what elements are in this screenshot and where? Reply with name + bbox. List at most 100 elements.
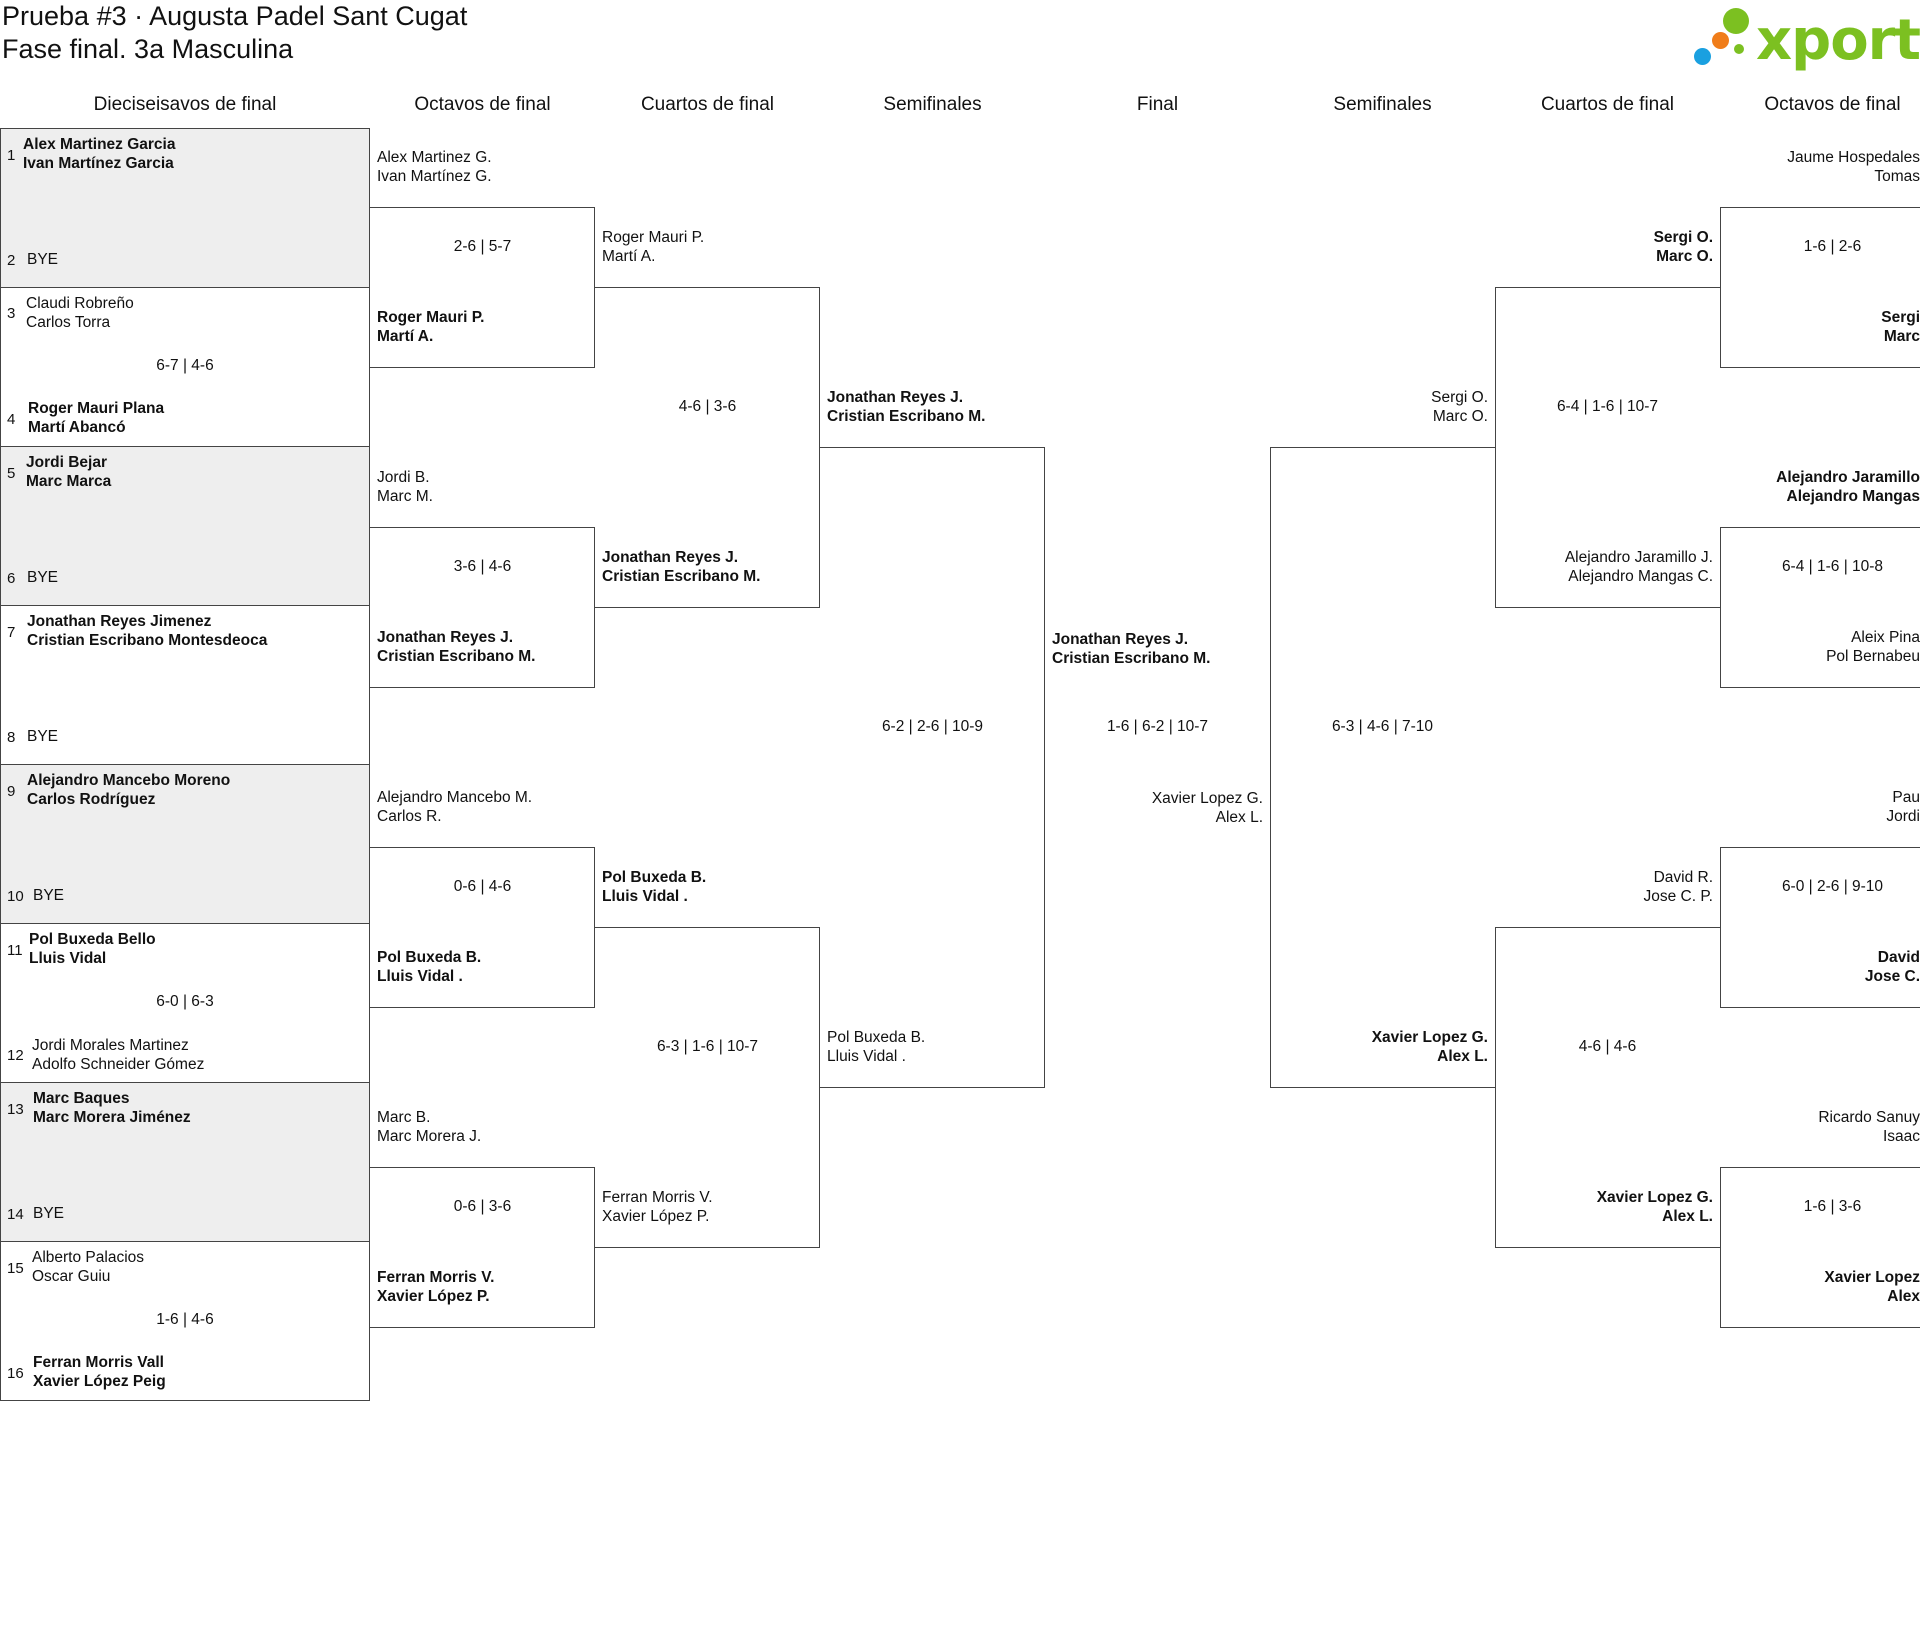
r32-match-5	[0, 764, 370, 924]
final-score: 1-6 | 6-2 | 10-7	[1106, 718, 1209, 735]
r32-team-6: BYE	[27, 568, 58, 587]
left-sf-team-2: Pol Buxeda B.Lluis Vidal .	[827, 1028, 925, 1066]
player-name: Alex	[1887, 1288, 1920, 1305]
round-header-left-qf: Cuartos de final	[640, 94, 775, 115]
player-name: Alberto Palacios	[32, 1249, 145, 1266]
player-name: Jonathan Reyes J.	[1052, 631, 1189, 648]
left-r16-team-1: Alex Martinez G.Ivan Martínez G.	[377, 148, 492, 186]
seed-number: 12	[7, 1047, 24, 1064]
seed-number: 10	[7, 888, 24, 905]
player-name: Jaume Hospedales	[1787, 149, 1920, 166]
player-name: BYE	[33, 887, 65, 904]
right-qf-team-1: Sergi O.Marc O.	[1495, 228, 1713, 266]
player-name: Cristian Escribano Montesdeoca	[27, 632, 268, 649]
player-name: Martí Abancó	[28, 419, 126, 436]
r32-team-8: BYE	[27, 727, 58, 746]
right-r16-score-1: 1-6 | 2-6	[1803, 238, 1862, 255]
player-name: Alejandro Mangas C.	[1568, 568, 1713, 585]
left-qf-team-3: Pol Buxeda B.Lluis Vidal .	[602, 868, 706, 906]
seed-number: 1	[7, 147, 16, 164]
player-name: David	[1877, 949, 1920, 966]
right-sf-team-1: Sergi O. Marc O.	[1270, 388, 1488, 426]
right-qf-team-4: Xavier Lopez G.Alex L.	[1495, 1188, 1713, 1226]
title-line-1: Prueba #3 · Augusta Padel Sant Cugat	[2, 1, 468, 31]
left-qf-team-1: Roger Mauri P.Martí A.	[602, 228, 704, 266]
player-name: Sergi O.	[1431, 389, 1488, 406]
player-name: Pol Buxeda B.	[827, 1029, 926, 1046]
player-name: Isaac	[1882, 1128, 1920, 1145]
player-name: Xavier López P.	[602, 1208, 710, 1225]
left-qf-team-4: Ferran Morris V. Xavier López P.	[602, 1188, 713, 1226]
title-line-2: Fase final. 3a Masculina	[2, 34, 294, 64]
round-header-right-sf: Semifinales	[1333, 94, 1432, 115]
player-name: Xavier Lopez G.	[1151, 790, 1263, 807]
seed-number: 13	[7, 1101, 24, 1118]
r32-match-7	[0, 1082, 370, 1242]
logo-dot-green-small	[1734, 44, 1744, 54]
right-qf-team-3: David R. Jose C. P.	[1495, 868, 1713, 906]
right-r16-bracket-1	[1720, 207, 1920, 368]
logo-wordmark: xporty	[1756, 8, 1920, 73]
seed-number: 6	[7, 570, 16, 587]
player-name: David R.	[1653, 869, 1713, 886]
left-r16-team-2: Roger Mauri P.Martí A.	[377, 308, 484, 346]
seed-number: 2	[7, 252, 16, 269]
seed-number: 16	[7, 1365, 24, 1382]
player-name: BYE	[27, 728, 59, 745]
right-sf-team-2: Xavier Lopez G.Alex L.	[1270, 1028, 1488, 1066]
r32-score-6: 6-0 | 6-3	[156, 993, 214, 1010]
right-qf-team-2: Alejandro Jaramillo J.Alejandro Mangas C…	[1495, 548, 1713, 586]
player-name: Pol Bernabeu	[1826, 648, 1920, 665]
left-sf-bracket	[819, 447, 1045, 1088]
player-name: Aleix Pina	[1851, 629, 1920, 646]
right-qf-bracket-2	[1495, 927, 1721, 1248]
player-name: Roger Mauri P.	[602, 229, 705, 246]
player-name: Alejandro Mancebo M.	[377, 789, 533, 806]
seed-number: 4	[7, 411, 16, 428]
right-r16-bracket-3	[1720, 847, 1920, 1008]
left-r16-team-3: Jordi B.Marc M.	[377, 468, 433, 506]
r32-match-8	[0, 1241, 370, 1401]
player-name: Jonathan Reyes J.	[602, 549, 739, 566]
player-name: Pol Buxeda B.	[377, 949, 482, 966]
player-name: Sergi O.	[1653, 229, 1713, 246]
player-name: Alex L.	[1662, 1208, 1713, 1225]
player-name: Carlos Torra	[26, 314, 111, 331]
player-name: Claudi Robreño	[26, 295, 134, 312]
player-name: Xavier López P.	[377, 1288, 490, 1305]
seed-number: 7	[7, 624, 16, 641]
player-name: Carlos R.	[377, 808, 442, 825]
player-name: Alejandro Mangas	[1786, 488, 1920, 505]
player-name: Ferran Morris V.	[602, 1189, 713, 1206]
player-name: Jose C. P.	[1643, 888, 1713, 905]
right-qf-score-1: 6-4 | 1-6 | 10-7	[1556, 398, 1659, 415]
seed-number: 8	[7, 729, 16, 746]
seed-number: 9	[7, 783, 16, 800]
left-r16-team-6: Pol Buxeda B. Lluis Vidal .	[377, 948, 481, 986]
r32-team-14: BYE	[33, 1204, 64, 1223]
player-name: Lluis Vidal .	[377, 968, 463, 985]
player-name: Alejandro Mancebo Moreno	[27, 772, 231, 789]
right-sf-score: 6-3 | 4-6 | 7-10	[1331, 718, 1434, 735]
player-name: Marc O.	[1432, 408, 1488, 425]
round-header-left-sf: Semifinales	[883, 94, 982, 115]
player-name: Jose C.	[1864, 968, 1920, 985]
r32-team-2: BYE	[27, 250, 58, 269]
seed-number: 5	[7, 465, 16, 482]
round-header-r32: Dieciseisavos de final	[93, 94, 277, 115]
seed-number: 15	[7, 1260, 24, 1277]
right-r16-bracket-4	[1720, 1167, 1920, 1328]
player-name: Carlos Rodríguez	[27, 791, 156, 808]
player-name: Marc Baques	[33, 1090, 130, 1107]
player-name: Ivan Martínez G.	[377, 168, 492, 185]
player-name: Jonathan Reyes J.	[827, 389, 964, 406]
right-r16-score-2: 6-4 | 1-6 | 10-8	[1781, 558, 1884, 575]
